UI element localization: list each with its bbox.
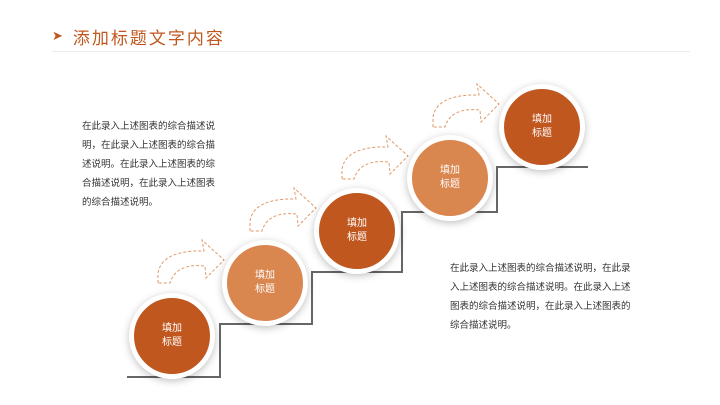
dashed-arrow-icon — [341, 134, 409, 180]
step-label: 标题 — [440, 179, 460, 190]
left-description: 在此录入上述图表的综合描述说 明，在此录入上述图表的综合描 述说明。在此录入上述… — [82, 117, 215, 212]
step-circle-2: 填加标题 — [222, 240, 308, 326]
text-line: 在此录入上述图表的综合描述说明，在此录 — [450, 263, 631, 274]
text-line: 综合描述说明。 — [450, 320, 517, 331]
step-label: 填加 — [347, 218, 367, 229]
step-label: 填加 — [255, 270, 275, 281]
dashed-arrow-icon — [432, 82, 500, 128]
step-label: 标题 — [162, 337, 182, 348]
dashed-arrow-icon — [157, 238, 225, 284]
step-label: 填加 — [162, 323, 182, 334]
text-line: 合描述说明，在此录入上述图表 — [82, 178, 216, 189]
text-line: 图表的综合描述说明，在此录入上述图表的 — [450, 301, 631, 312]
step-circle-5: 填加标题 — [499, 84, 585, 170]
text-line: 明，在此录入上述图表的综合描 — [82, 140, 216, 151]
step-circle-3: 填加标题 — [314, 188, 400, 274]
step-label: 标题 — [532, 128, 552, 139]
right-description: 在此录入上述图表的综合描述说明，在此录 入上述图表的综合描述说明。在此录入上述 … — [450, 259, 631, 335]
page-title: 添加标题文字内容 — [72, 29, 225, 49]
text-line: 在此录入上述图表的综合描述说 — [82, 121, 216, 132]
step-circle-1: 填加标题 — [129, 293, 215, 379]
text-line: 述说明。在此录入上述图表的综 — [82, 159, 216, 170]
text-line: 的综合描述说明。 — [82, 197, 159, 208]
step-circle-4: 填加标题 — [407, 135, 493, 221]
divider — [52, 51, 690, 52]
text-line: 入上述图表的综合描述说明。在此录入上述 — [450, 282, 631, 293]
chevron-right-icon: ➤ — [52, 29, 63, 44]
step-label: 填加 — [440, 165, 460, 176]
step-label: 标题 — [255, 284, 275, 295]
step-label: 填加 — [532, 114, 552, 125]
header: ➤ 添加标题文字内容 — [52, 24, 225, 49]
dashed-arrow-icon — [249, 186, 317, 232]
step-label: 标题 — [347, 232, 367, 243]
